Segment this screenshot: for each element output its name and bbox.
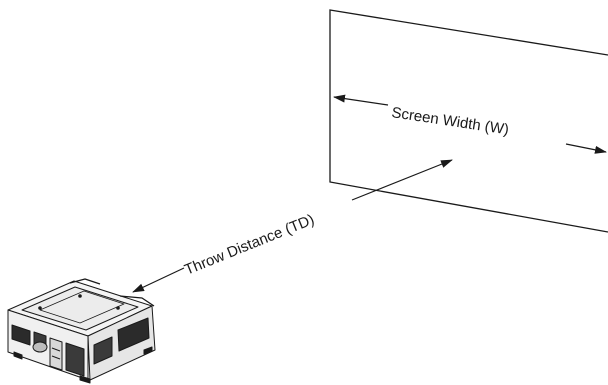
throw-distance-label: Throw Distance (TD) (182, 211, 317, 279)
screen-width-arrow-right (565, 143, 607, 154)
projection-screen (329, 9, 608, 233)
throw-distance-arrow-projector (132, 267, 185, 293)
screen-width-arrow-left (333, 94, 389, 106)
throw-distance-arrow-screen (351, 159, 453, 201)
projector-icon (7, 278, 156, 384)
